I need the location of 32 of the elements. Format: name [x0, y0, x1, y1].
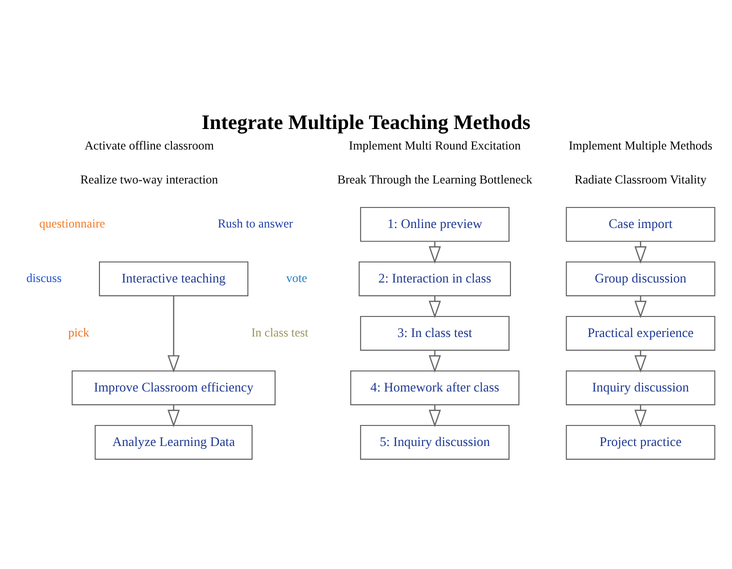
arrow — [428, 296, 441, 318]
node-box: 4: Homework after class — [350, 370, 520, 406]
arrow — [168, 296, 180, 373]
arrow — [428, 350, 441, 373]
label: Implement Multi Round Excitation — [348, 138, 521, 153]
node-box: 2: Interaction in class — [358, 261, 511, 296]
node-box: Case import — [566, 207, 716, 242]
node-box: Group discussion — [566, 261, 716, 296]
node-box: 1: Online preview — [360, 207, 510, 242]
label: questionnaire — [39, 216, 106, 231]
label: Radiate Classroom Vitality — [574, 172, 707, 186]
node-box: Improve Classroom efficiency — [72, 370, 276, 406]
arrow — [428, 241, 441, 264]
node-box: 5: Inquiry discussion — [360, 424, 510, 460]
label: pick — [68, 326, 90, 340]
label: Rush to answer — [218, 216, 293, 231]
node-box: Project practice — [566, 424, 716, 460]
arrow — [428, 404, 441, 428]
label: Implement Multiple Methods — [568, 138, 712, 153]
label: In class test — [251, 326, 308, 340]
label: Break Through the Learning Bottleneck — [337, 172, 532, 186]
label: Realize two-way interaction — [80, 172, 218, 186]
label: discuss — [26, 271, 62, 286]
node-box: Inquiry discussion — [566, 370, 716, 406]
label: Activate offline classroom — [84, 138, 214, 153]
diagram-title: Integrate Multiple Teaching Methods — [202, 112, 530, 134]
node-box: Practical experience — [566, 316, 716, 351]
label: vote — [286, 271, 308, 286]
node-box: Analyze Learning Data — [94, 424, 253, 460]
node-box: 3: In class test — [360, 316, 510, 351]
node-box: Interactive teaching — [98, 261, 248, 296]
arrow — [168, 404, 180, 428]
